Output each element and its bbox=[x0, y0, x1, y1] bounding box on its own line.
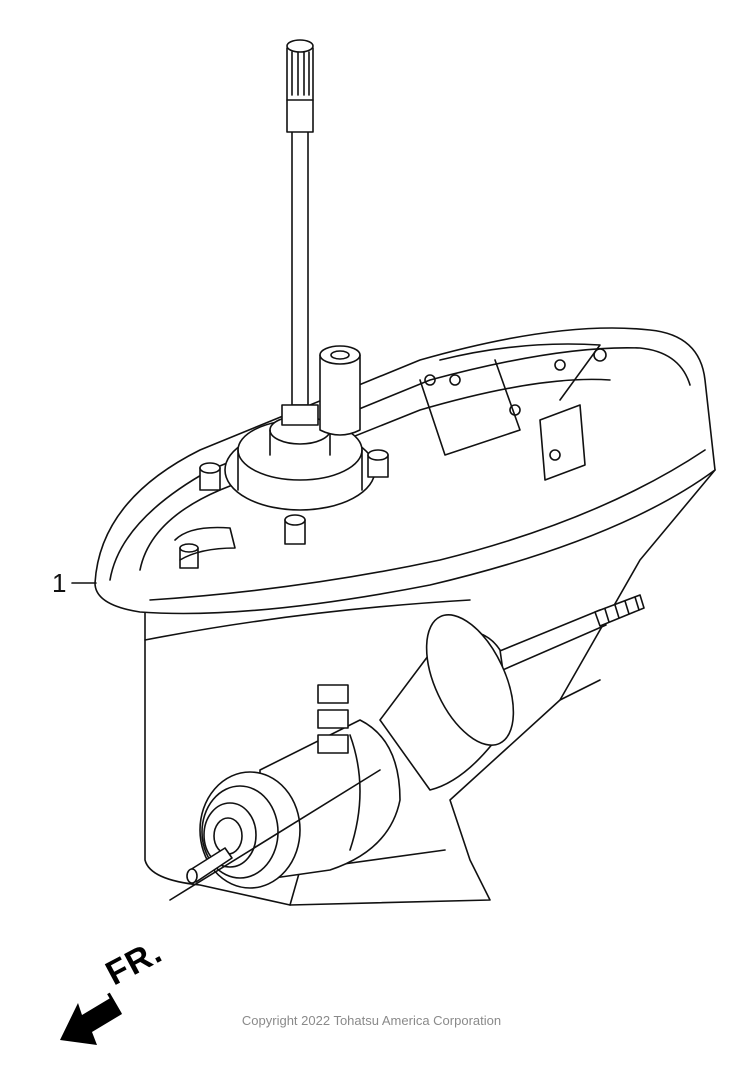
copyright-notice: Copyright 2022 Tohatsu America Corporati… bbox=[241, 1013, 502, 1028]
bolts bbox=[174, 449, 389, 569]
front-direction-arrow-icon bbox=[60, 992, 122, 1045]
callout-number-1: 1 bbox=[52, 568, 67, 598]
shift-rod-labels bbox=[317, 684, 349, 754]
drive-shaft bbox=[281, 39, 319, 426]
propeller-shaft-assembly bbox=[169, 594, 645, 901]
housing-plate bbox=[94, 327, 716, 615]
